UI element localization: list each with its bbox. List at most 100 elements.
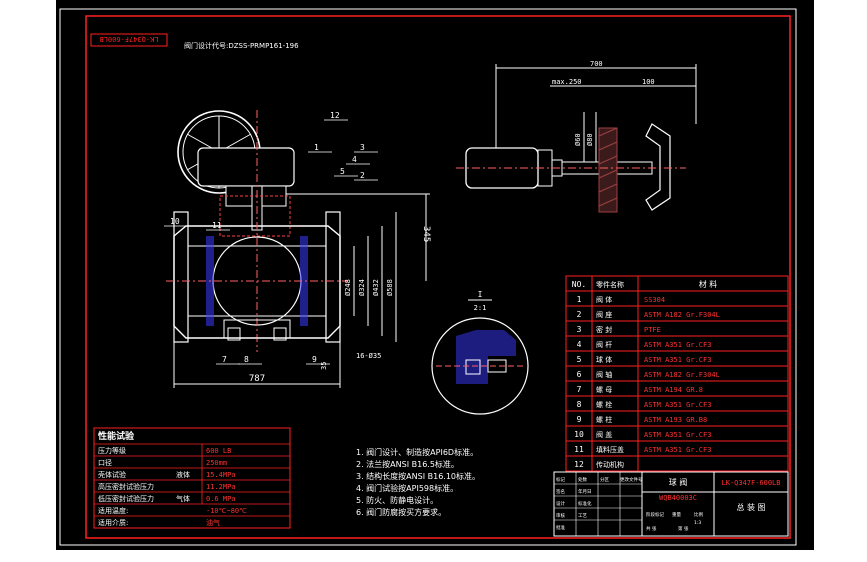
parts-name: 阀 盖 xyxy=(596,430,612,439)
detail-label-scale: 2:1 xyxy=(474,304,487,312)
parts-name: 阀 座 xyxy=(596,310,612,319)
note-4: 4. 阀门试验按API598标准。 xyxy=(356,483,458,493)
detail-label-top: I xyxy=(478,290,483,299)
technical-notes: 1. 阀门设计、制造按API6D标准。 2. 法兰按ANSI B16.5标准。 3.… xyxy=(356,447,480,517)
note-6: 6. 阀门防腐按买方要求。 xyxy=(356,507,446,517)
title-small-cell: 标记 xyxy=(556,476,565,483)
parts-material: ASTM A351 Gr.CF3 xyxy=(644,446,711,454)
perf-label: 适用介质: xyxy=(98,518,128,527)
parts-material: ASTM A351 Gr.CF3 xyxy=(644,401,711,409)
parts-no: 5 xyxy=(577,355,582,364)
handwheel-side xyxy=(645,123,671,211)
title-small-cell: 工艺 xyxy=(578,513,587,519)
parts-name: 螺 柱 xyxy=(596,415,612,424)
perf-value: 250mm xyxy=(206,459,227,467)
parts-frame xyxy=(565,275,789,472)
title-drawing-name: 总 装 图 xyxy=(736,502,765,512)
parts-no: 6 xyxy=(577,370,582,379)
balloon-10: 10 xyxy=(170,217,180,226)
title-block: 球 阀WQB40003CLK-Q347F-600LB总 装 图标记处数分区更改文… xyxy=(553,471,789,537)
dim-d2: Ø324 xyxy=(358,279,366,296)
bonnet xyxy=(219,195,291,237)
parts-name: 球 体 xyxy=(596,355,612,364)
note-3: 3. 结构长度按ANSI B16.10标准。 xyxy=(356,471,480,481)
balloon-8: 8 xyxy=(244,355,249,364)
parts-header-name: 零件名称 xyxy=(596,280,624,289)
balloon-7: 7 xyxy=(222,355,227,364)
parts-no: 2 xyxy=(577,310,582,319)
balloon-11: 11 xyxy=(212,221,222,230)
title-small-cell: 设计 xyxy=(556,500,565,507)
note-2: 2. 法兰按ANSI B16.5标准。 xyxy=(356,459,459,469)
title-small-cell: 更改文件号 xyxy=(620,476,643,483)
perf-label: 压力等级 xyxy=(98,446,126,455)
dim-d4: Ø588 xyxy=(386,279,394,296)
dim-d60: Ø60 xyxy=(574,133,582,146)
title-frame xyxy=(553,471,789,537)
parts-material: ASTM A351 Gr.CF3 xyxy=(644,431,711,439)
parts-material: ASTM A193 GR.B8 xyxy=(644,416,707,424)
dim-d80: Ø80 xyxy=(586,133,594,146)
note-1: 1. 阀门设计、制造按API6D标准。 xyxy=(356,447,478,457)
dim-thickness: 35 xyxy=(320,362,328,370)
parts-material: ASTM A194 GR.8 xyxy=(644,386,703,394)
title-small-cell: 处数 xyxy=(578,476,587,483)
perf-value: 600 LB xyxy=(206,447,231,455)
balloon-2: 2 xyxy=(360,171,365,180)
detail-circle xyxy=(431,317,529,415)
dim-d1: Ø248 xyxy=(344,279,352,296)
title-small-cell: 第 张 xyxy=(678,525,689,532)
perf-label: 适用温度: xyxy=(98,506,128,515)
title-small-cell: 批准 xyxy=(556,524,565,531)
parts-material: ASTM A351 Gr.CF3 xyxy=(644,341,711,349)
gearbox-front xyxy=(197,147,295,187)
parts-no: 10 xyxy=(574,430,584,439)
title-small-cell: 阶段标记 xyxy=(646,511,664,518)
right-flange xyxy=(325,211,341,343)
title-small-cell: 比例 xyxy=(694,511,703,518)
perf-value: 0.6 MPa xyxy=(206,495,236,503)
perf-value: -10℃~80℃ xyxy=(206,507,247,515)
parts-material: ASTM A182 Gr.F304L xyxy=(644,371,720,379)
parts-name: 阀 杆 xyxy=(596,340,612,349)
parts-header-no: NO. xyxy=(572,280,586,289)
cad-drawing: LK-Q347F-600LB 阀门设计代号:DZSS-PRMP161-196 xyxy=(59,8,797,546)
perf-col: 液体 xyxy=(176,470,190,479)
title-product: 球 阀 xyxy=(669,477,688,487)
title-small-cell: 分区 xyxy=(600,476,609,483)
parts-material: ASTM A182 Gr.F304L xyxy=(644,311,720,319)
reference-note: 阀门设计代号:DZSS-PRMP161-196 xyxy=(184,41,299,50)
parts-no: 8 xyxy=(577,400,582,409)
title-small-cell: 1:3 xyxy=(694,520,701,526)
parts-name: 螺 栓 xyxy=(596,400,612,409)
parts-name: 密 封 xyxy=(596,325,612,334)
title-code: WQB40003C xyxy=(659,494,697,502)
rotated-number-box xyxy=(90,33,168,47)
title-small-cell: 重量 xyxy=(672,511,681,518)
perf-label: 低压密封试验压力 xyxy=(98,494,154,503)
balloon-4: 4 xyxy=(352,155,357,164)
balloon-1: 1 xyxy=(314,143,319,152)
balloon-9: 9 xyxy=(312,355,317,364)
drawing-sheet: LK-Q347F-600LB 阀门设计代号:DZSS-PRMP161-196 xyxy=(56,0,814,550)
parts-no: 9 xyxy=(577,415,582,424)
dim-height: 345 xyxy=(421,226,431,242)
perf-label: 高压密封试验压力 xyxy=(98,482,154,491)
title-small-cell: 年月日 xyxy=(578,488,592,495)
parts-no: 7 xyxy=(577,385,582,394)
dim-max: max.250 xyxy=(552,78,582,86)
dim-d3: Ø432 xyxy=(372,279,380,296)
parts-material: SS304 xyxy=(644,296,665,304)
outer-border xyxy=(59,8,797,546)
parts-no: 11 xyxy=(574,445,584,454)
balloon-5: 5 xyxy=(340,167,345,176)
side-view: 700 max.250 100 Ø60 Ø80 xyxy=(456,60,697,213)
perf-title: 性能试验 xyxy=(98,430,135,442)
rotated-drawing-number: LK-Q347F-600LB xyxy=(99,35,158,43)
dim-width: 787 xyxy=(249,374,265,384)
left-flange xyxy=(173,211,189,343)
balloon-12: 12 xyxy=(330,111,340,120)
parts-material: PTFE xyxy=(644,326,661,334)
parts-name: 阀 体 xyxy=(596,295,612,304)
